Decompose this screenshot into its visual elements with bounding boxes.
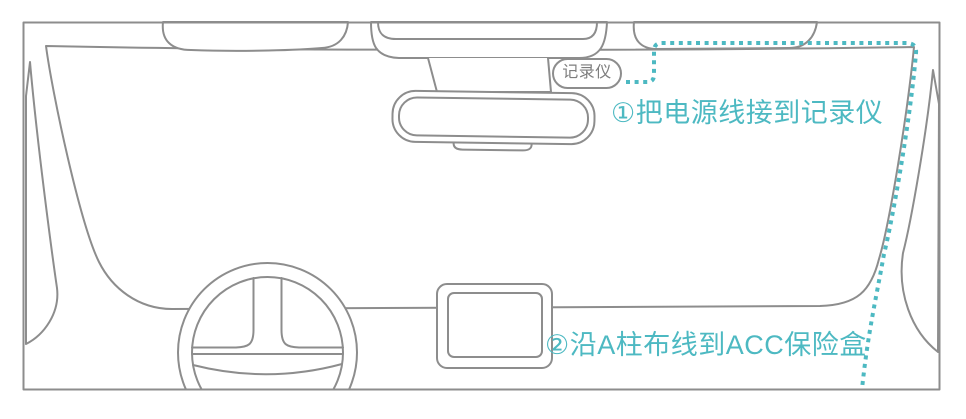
steering-wheel [177,262,358,389]
steering-wheel-spoke-left [191,277,255,349]
dashcam-label: 记录仪 [552,58,622,89]
overhead-console-inner-line [377,21,598,40]
step-1-label: ①把电源线接到记录仪 [611,98,884,128]
mirror-inner-line [397,96,589,139]
steering-wheel-rim-outer [177,262,358,389]
cabin-frame [22,21,941,391]
right-a-pillar [900,69,940,353]
mirror-mount-stem [427,57,552,93]
steering-wheel-spoke-right [280,277,344,349]
center-screen [436,283,553,369]
steering-wheel-lower-curve [192,363,343,376]
left-a-pillar [25,61,59,345]
cable-route-path [626,41,919,390]
sun-visor-left [161,21,349,52]
step-2-label: ②沿A柱布线到ACC保险盒 [545,330,867,360]
steering-wheel-rim-inner [191,276,344,389]
mirror-body [391,89,596,146]
screen-inner [447,292,543,358]
rearview-mirror-dashcam [391,89,596,152]
